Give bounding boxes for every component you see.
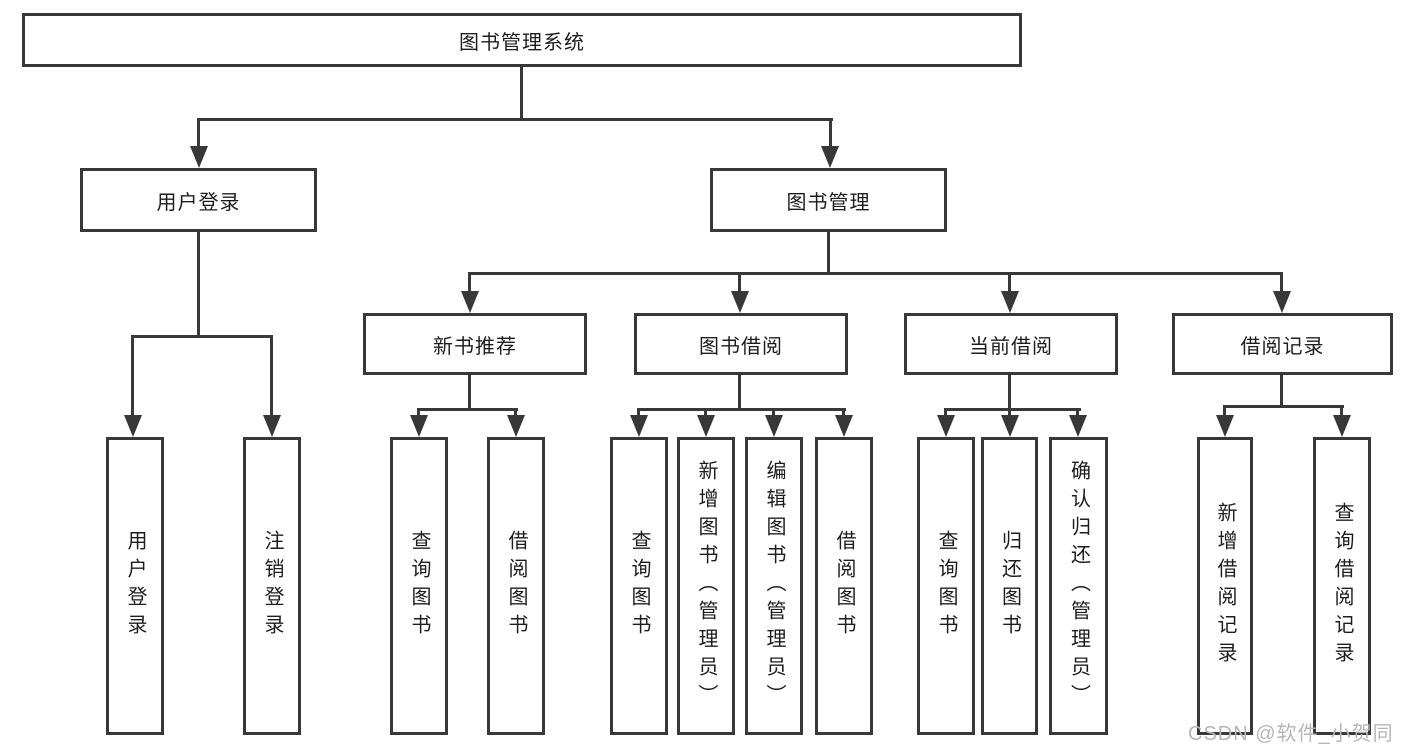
arrowhead-icon [1216,415,1234,437]
leaf-add-books-admin: 新增图书（管理员） [677,437,735,735]
arrowhead-icon [731,291,749,313]
connector-line [520,67,523,120]
connector-line [1280,375,1283,408]
node-borrow-record: 借阅记录 [1172,313,1393,375]
connector-line [829,118,832,150]
connector-line [827,232,830,274]
arrowhead-icon [630,415,648,437]
connector-line [468,272,1283,275]
node-book-borrow: 图书借阅 [634,313,848,375]
arrowhead-icon [507,415,525,437]
connector-line [1008,375,1011,410]
arrowhead-icon [1001,291,1019,313]
leaf-query-borrow-record: 查询借阅记录 [1313,437,1371,735]
arrowhead-icon [1273,291,1291,313]
node-new-book-recommend: 新书推荐 [363,313,587,375]
connector-line [417,408,518,411]
connector-line [417,408,420,419]
connector-line [131,335,134,419]
leaf-recommend-borrow-books: 借阅图书 [487,437,545,735]
connector-line [197,118,200,150]
connector-line [1008,408,1011,419]
arrowhead-icon [1333,415,1351,437]
connector-line [944,408,1081,411]
arrowhead-icon [937,415,955,437]
connector-line [842,408,845,419]
connector-line [772,408,775,419]
connector-line [944,408,947,419]
connector-line [738,375,741,410]
arrowhead-icon [263,415,281,437]
connector-line [514,408,517,419]
leaf-borrow-query-books: 查询图书 [610,437,668,735]
arrowhead-icon [410,415,428,437]
connector-line [468,272,471,293]
leaf-borrow-books: 借阅图书 [815,437,873,735]
arrowhead-icon [697,415,715,437]
connector-line [270,335,273,419]
connector-line [131,335,273,338]
watermark: CSDN @软件_小贺同学 [1188,723,1394,745]
node-book-management: 图书管理 [710,168,947,232]
connector-line [1223,405,1344,408]
node-root: 图书管理系统 [22,13,1022,67]
node-user-login: 用户登录 [80,168,317,232]
leaf-add-borrow-record: 新增借阅记录 [1197,437,1253,735]
connector-line [637,408,640,419]
node-current-borrow: 当前借阅 [904,313,1118,375]
leaf-confirm-return-admin: 确认归还（管理员） [1049,437,1108,735]
leaf-logout: 注销登录 [243,437,301,735]
arrowhead-icon [1001,415,1019,437]
connector-line [1223,405,1226,419]
arrowhead-icon [124,415,142,437]
arrowhead-icon [835,415,853,437]
leaf-recommend-query-books: 查询图书 [390,437,448,735]
connector-line [1076,408,1079,419]
connector-line [1008,272,1011,293]
arrowhead-icon [821,146,839,168]
leaf-user-login: 用户登录 [106,437,164,735]
arrowhead-icon [765,415,783,437]
connector-line [738,272,741,293]
connector-line [197,118,833,121]
connector-line [637,408,846,411]
connector-line [704,408,707,419]
leaf-current-query-books: 查询图书 [917,437,975,735]
connector-line [468,375,471,410]
leaf-edit-books-admin: 编辑图书（管理员） [745,437,803,735]
connector-line [197,232,200,338]
leaf-return-books: 归还图书 [981,437,1038,735]
arrowhead-icon [1069,415,1087,437]
connector-line [1280,272,1283,293]
arrowhead-icon [461,291,479,313]
arrowhead-icon [190,146,208,168]
connector-line [1340,405,1343,419]
